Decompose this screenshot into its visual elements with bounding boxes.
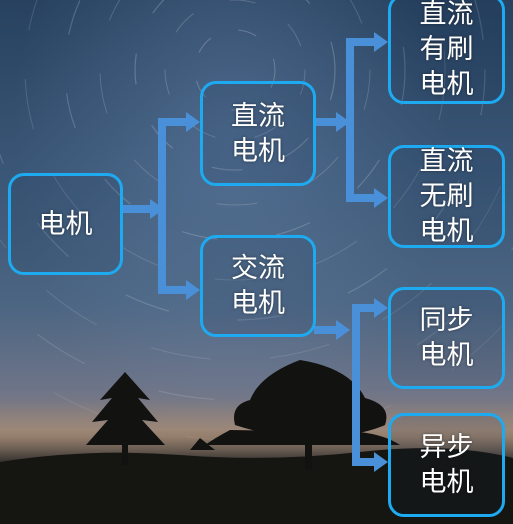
node-asynchronous-motor: 异步 电机: [388, 413, 505, 517]
node-ac-motor: 交流 电机: [200, 235, 316, 337]
node-synchronous-motor: 同步 电机: [388, 287, 505, 389]
node-dc-brushless-motor: 直流 无刷 电机: [388, 145, 505, 248]
root-node-motor: 电机: [8, 173, 123, 275]
node-dc-motor: 直流 电机: [200, 81, 316, 186]
node-dc-brushed-motor: 直流 有刷 电机: [388, 0, 505, 104]
